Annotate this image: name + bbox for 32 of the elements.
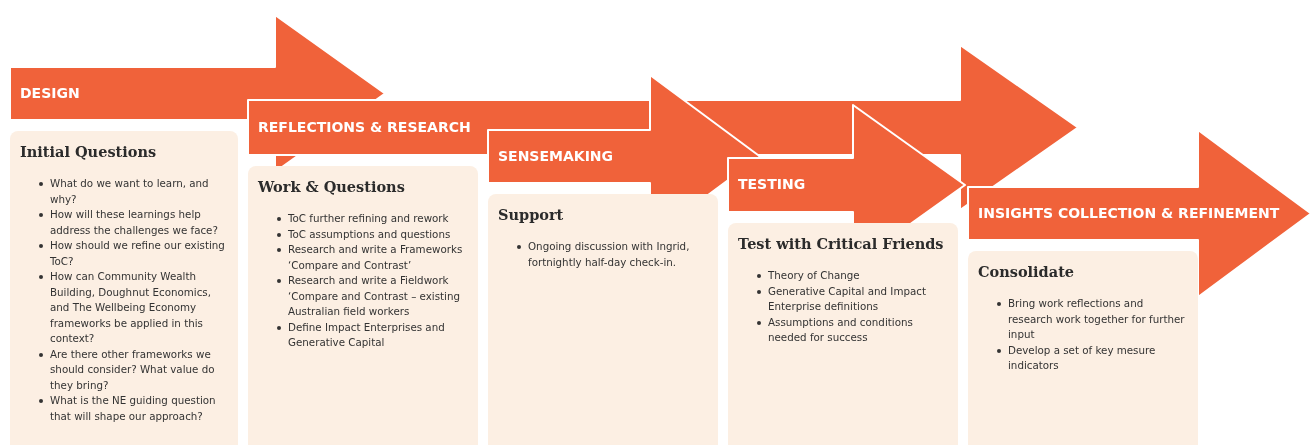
bullet-item: How should we refine our existing ToC? [50, 238, 226, 269]
bullet-item: Theory of Change [768, 268, 861, 283]
bullet-item: Bring work reflections and research work together for further input [1008, 296, 1186, 342]
bullet-item: How will these learnings help address the challenges we face? [50, 207, 219, 238]
info-card [248, 166, 478, 445]
info-card [488, 194, 718, 445]
stage-title: SENSEMAKING [498, 147, 614, 164]
card-heading: Work & Questions [258, 178, 406, 195]
bullet-item: Research and write a Fieldwork ‘Compare and Contrast – existing Australian field workers [288, 273, 462, 319]
info-card [968, 251, 1198, 445]
bullet-item: How can Community Wealth Building, Doughnut Economics, and The Wellbeing Economy frameworks be applied in this context? [50, 269, 212, 346]
bullet-item: What is the NE guiding question that will shape our approach? [50, 393, 217, 424]
card-heading: Support [498, 206, 565, 223]
stage-title: TESTING [738, 176, 806, 192]
bullet-item: Are there other frameworks we should consider? What value do they bring? [50, 346, 216, 393]
bullet-item: Assumptions and conditions needed for success [768, 314, 914, 345]
bullet-item: Research and write a Frameworks ‘Compare and Contrast’ [288, 242, 464, 273]
card-heading: Initial Questions [20, 143, 158, 160]
stage-title: DESIGN [20, 84, 80, 101]
stage-title: INSIGHTS COLLECTION & REFINEMENT [978, 204, 1280, 221]
bullet-item: Ongoing discussion with Ingrid, fortnightly half-day check-in. [528, 239, 691, 270]
bullet-item: Develop a set of key mesure indicators [1008, 342, 1157, 373]
bullet-item: Define Impact Enterprises and Generative Capital [288, 319, 446, 350]
info-card [728, 223, 958, 445]
bullet-item: What do we want to learn, and why? [50, 176, 210, 207]
bullet-item: Generative Capital and Impact Enterprise definitions [768, 283, 927, 314]
info-card [10, 131, 238, 445]
stage-title: REFLECTIONS & RESEARCH [258, 118, 471, 135]
bullet-item: ToC assumptions and questions [288, 226, 452, 242]
card-heading: Test with Critical Friends [738, 235, 945, 252]
bullet-item: ToC further refining and rework [288, 211, 450, 226]
card-heading: Consolidate [978, 263, 1076, 280]
